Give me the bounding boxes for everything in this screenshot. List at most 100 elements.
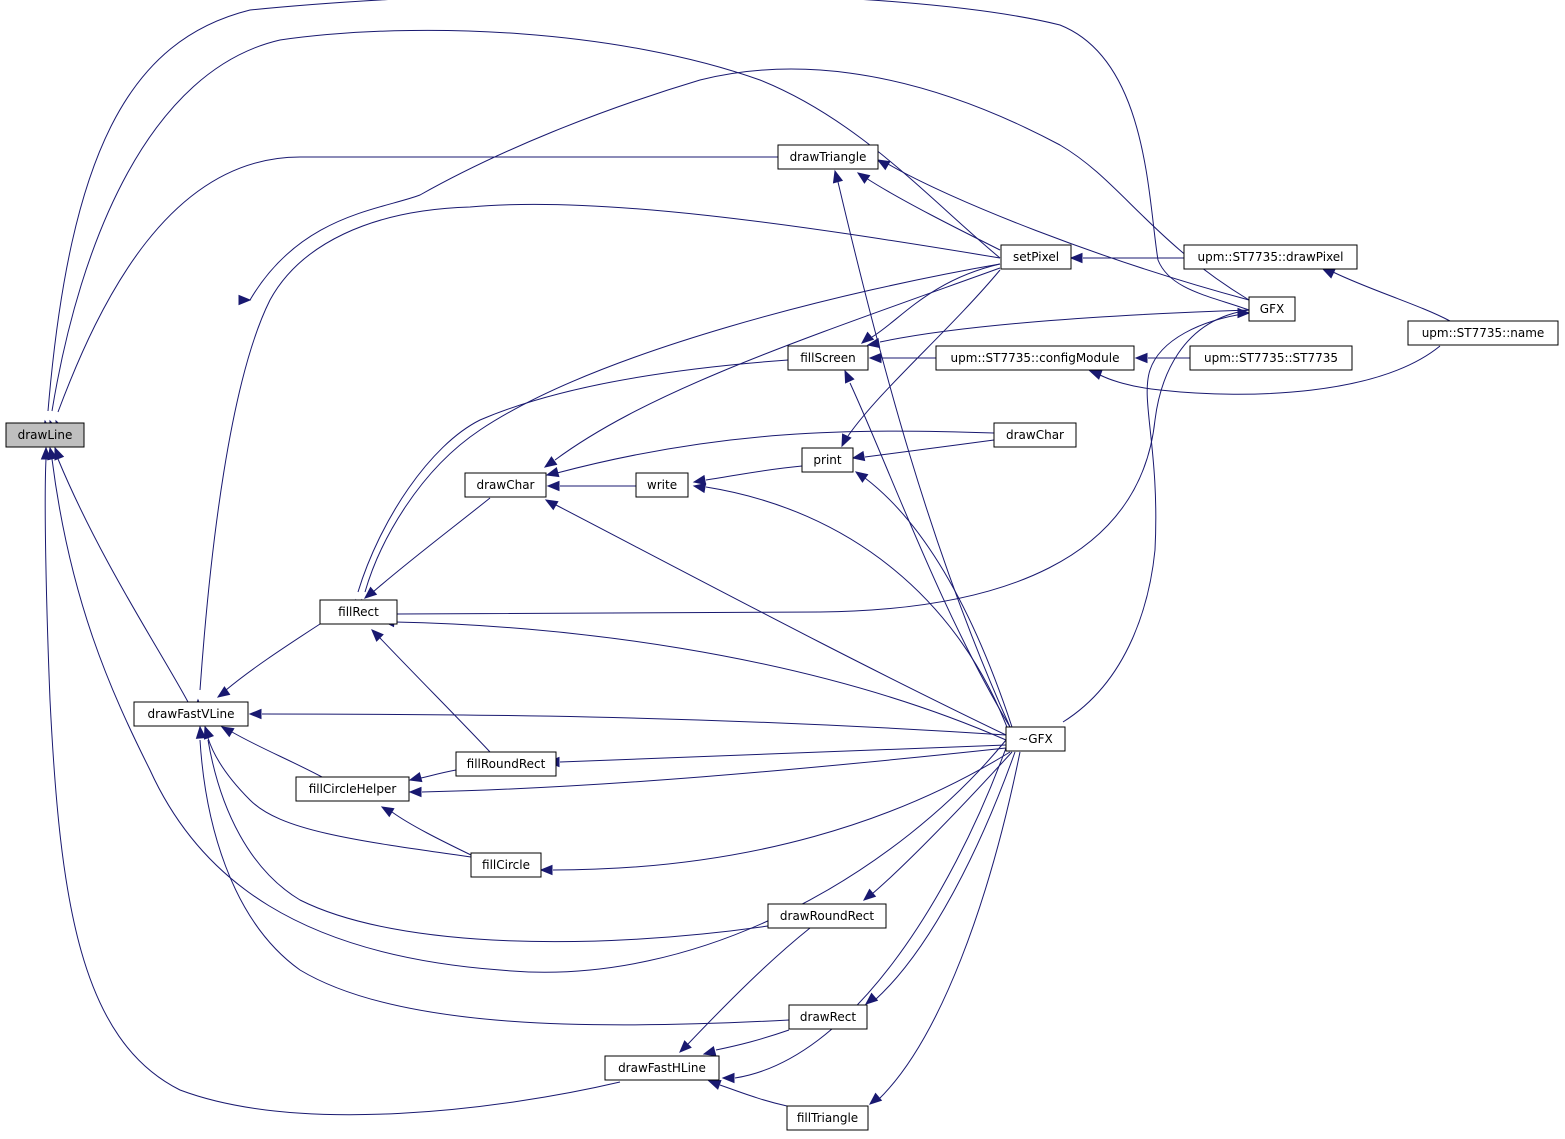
edge [204,725,769,943]
edge [702,1029,790,1057]
edge [408,769,457,783]
arrowhead [854,471,869,483]
edge-path [394,621,1007,741]
node-draw-fast-vline[interactable]: drawFastVLine [133,701,249,727]
node-config-module[interactable]: upm::ST7735::configModule [935,345,1135,371]
node-label: upm::ST7735::ST7735 [1204,351,1338,365]
edge [841,269,1001,448]
edge [216,623,321,698]
arrowhead [866,337,881,349]
node-box [767,903,887,929]
edge [854,471,1013,728]
node-st7735[interactable]: upm::ST7735::ST7735 [1189,345,1353,371]
edge [40,446,621,1116]
node-label: fillRoundRect [467,757,546,771]
node-fill-triangle[interactable]: fillTriangle [786,1105,869,1131]
node-label: fillTriangle [797,1111,858,1125]
arrowhead [864,992,879,1005]
edge-path [552,751,1011,871]
node-box [5,422,85,448]
node-box [1189,345,1353,371]
node-label: fillCircleHelper [309,782,397,796]
node-label: drawRect [800,1010,856,1024]
edge-path [871,751,1013,895]
arrowhead [408,786,422,798]
arrowhead [54,446,65,461]
edges-layer [40,0,1451,1116]
node-draw-triangle[interactable]: drawTriangle [777,144,879,170]
node-write[interactable]: write [635,472,689,498]
arrowhead [216,686,231,698]
edge-path [734,747,1007,1079]
node-draw-fast-hline[interactable]: drawFastHLine [604,1055,720,1081]
node-draw-char-right[interactable]: drawChar [993,422,1077,448]
edge [55,156,778,434]
edge [371,629,491,753]
edge [864,751,1016,1005]
node-box [455,751,557,777]
edge-path [849,382,1011,728]
edge [868,751,1021,1105]
node-box [464,472,547,498]
node-fill-screen[interactable]: fillScreen [787,345,869,371]
edge [544,499,1007,736]
edge-path [715,1029,790,1051]
edge [546,744,1007,768]
edge-path [57,156,778,413]
edge [545,430,995,478]
node-fill-rect[interactable]: fillRect [319,599,398,625]
arrowhead [851,450,866,462]
node-set-pixel[interactable]: setPixel [1000,244,1072,270]
node-gfx[interactable]: GFX [1248,296,1296,322]
edge [692,465,803,486]
edge [543,267,1001,468]
edge-path [556,430,995,474]
node-label: drawFastVLine [147,707,234,721]
node-box [133,701,249,727]
node-box [1248,296,1296,322]
edge [851,439,995,462]
node-fill-circle[interactable]: fillCircle [470,852,542,878]
arrowhead [546,480,560,492]
edge-path [865,177,1001,251]
node-draw-pixel[interactable]: upm::ST7735::drawPixel [1183,244,1358,270]
edge [862,751,1013,901]
node-draw-rect[interactable]: drawRect [788,1004,868,1030]
node-dtor-gfx[interactable]: ~GFX [1005,726,1066,752]
node-name[interactable]: upm::ST7735::name [1407,320,1559,346]
edge-path [391,811,472,856]
edge-path [364,263,1001,593]
edge-path [837,181,1011,728]
edge-path [847,269,1001,437]
edge-path [1099,345,1441,395]
arrowhead [539,864,553,876]
node-fill-circle-helper[interactable]: fillCircleHelper [295,776,410,802]
edge-path [47,0,1250,412]
edge-path [1332,271,1451,322]
edge-path [199,739,790,1026]
node-print[interactable]: print [801,447,854,473]
node-label: GFX [1260,302,1284,316]
edge-path [554,267,1001,461]
arrowhead [856,172,871,184]
arrowhead [841,433,852,448]
node-draw-line[interactable]: drawLine [5,422,85,448]
edge-path [864,439,995,458]
edge [363,497,491,599]
node-label: drawTriangle [790,150,867,164]
edge-path [357,359,789,593]
edge-path [249,68,1250,301]
arrowhead [692,474,707,486]
edge [866,309,1250,349]
node-draw-round-rect[interactable]: drawRoundRect [767,903,887,929]
node-fill-round-rect[interactable]: fillRoundRect [455,751,557,777]
node-box [1407,320,1559,346]
edge-path [1062,312,1250,723]
node-draw-char-mid[interactable]: drawChar [464,472,547,498]
edge-path [261,713,1007,736]
node-label: fillCircle [482,858,530,872]
edge-path [57,458,189,703]
edge [856,172,1001,251]
arrowhead [1321,268,1336,279]
